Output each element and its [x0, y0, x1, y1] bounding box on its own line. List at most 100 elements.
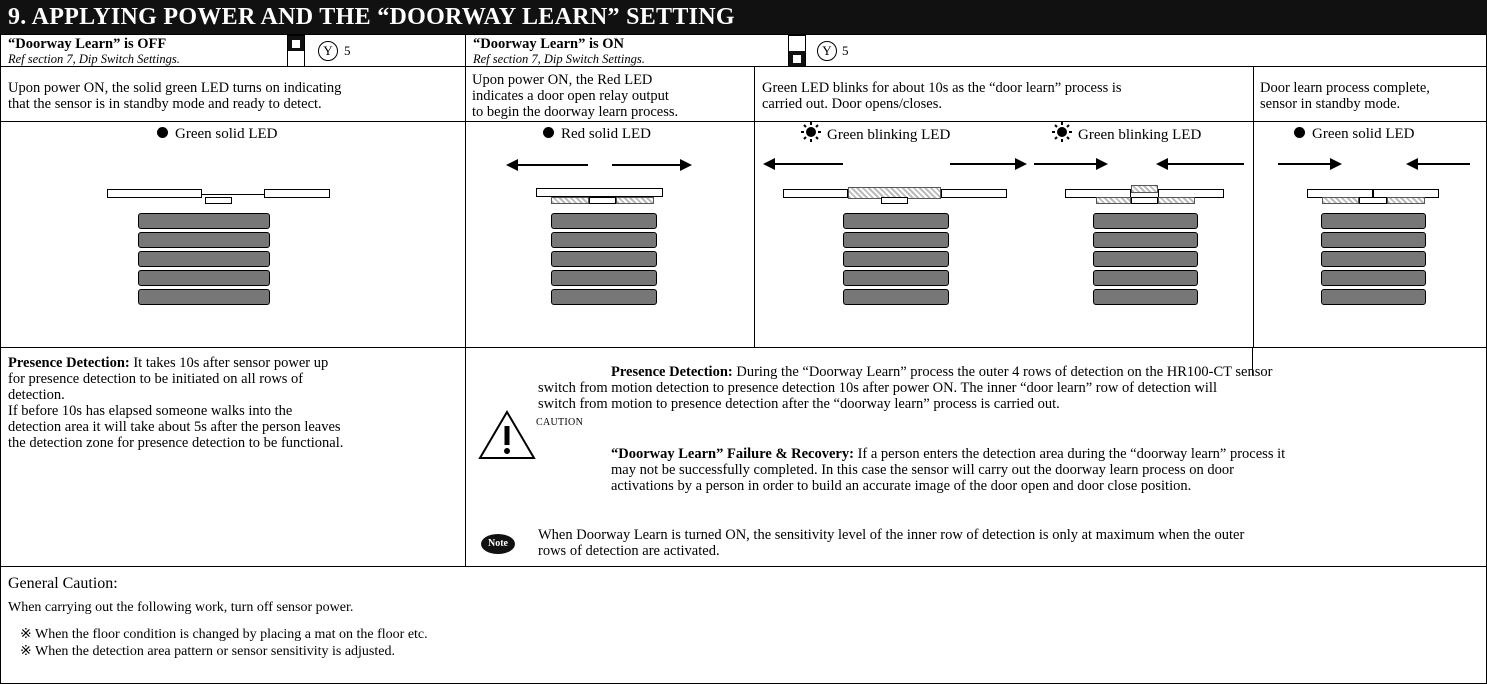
- left-arrow-icon: [1406, 158, 1470, 170]
- detection-row: [843, 232, 949, 248]
- caution-triangle-icon: [478, 410, 536, 459]
- general-caution-heading: General Caution:: [8, 575, 118, 592]
- sensor-unit: [589, 197, 616, 204]
- solid-led-icon: [543, 127, 554, 138]
- led-text: Green solid LED: [1312, 126, 1415, 142]
- text-line: switch from motion detection to presence…: [538, 380, 1217, 396]
- detection-rows: [843, 213, 949, 339]
- text-line: Presence Detection: It takes 10s after s…: [8, 355, 460, 371]
- switch-number: 5: [344, 43, 351, 58]
- dip-switch-on-icon: [788, 35, 806, 67]
- learn-zone-hatch: [551, 197, 589, 204]
- sensor-unit: [1359, 197, 1387, 204]
- door-panel-left: [783, 189, 848, 198]
- detection-row: [1321, 213, 1426, 229]
- caution-heading: “Doorway Learn” Failure & Recovery:: [611, 446, 854, 462]
- dip-switch-off-icon: [287, 35, 305, 67]
- text-span: It takes 10s after sensor power up: [129, 355, 329, 371]
- off-description: Upon power ON, the solid green LED turns…: [8, 80, 341, 112]
- detection-row: [138, 251, 270, 267]
- text-line: that the sensor is in standby mode and r…: [8, 96, 322, 112]
- switch-number: 5: [842, 43, 849, 58]
- detection-row: [1093, 289, 1198, 305]
- led-label-off: Green solid LED: [157, 126, 277, 143]
- off-header-title: “Doorway Learn” is OFF: [8, 36, 167, 52]
- right-arrow-icon: [612, 159, 692, 171]
- rule: [0, 566, 1487, 567]
- door-rail: [202, 194, 264, 195]
- instruction-table: “Doorway Learn” is OFF Ref section 7, Di…: [0, 34, 1487, 684]
- off-header-ref: Ref section 7, Dip Switch Settings.: [8, 52, 180, 66]
- detection-row: [138, 213, 270, 229]
- detection-row: [1093, 213, 1198, 229]
- rule: [0, 66, 1487, 67]
- sensor-unit: [1131, 197, 1158, 204]
- text-line: switch from motion to presence detection…: [538, 396, 1060, 412]
- text-line: Upon power ON, the Red LED: [472, 72, 653, 88]
- detection-row: [1093, 270, 1198, 286]
- text-line: “Doorway Learn” Failure & Recovery: If a…: [611, 446, 1285, 462]
- on-header-ref: Ref section 7, Dip Switch Settings.: [473, 52, 645, 66]
- detection-rows: [551, 213, 657, 339]
- blinking-led-icon: [1052, 122, 1072, 142]
- led-text: Green blinking LED: [1078, 127, 1202, 143]
- detection-row: [551, 289, 657, 305]
- caution-label: CAUTION: [536, 417, 584, 428]
- section-title: 9. APPLYING POWER AND THE “DOORWAY LEARN…: [0, 0, 1487, 34]
- general-caution-intro: When carrying out the following work, tu…: [8, 600, 354, 615]
- detection-row: [1321, 251, 1426, 267]
- blinking-led-icon: [801, 122, 821, 142]
- rule: [0, 121, 1487, 122]
- detection-rows: [1093, 213, 1198, 339]
- door-frame: [536, 188, 663, 197]
- detection-rows: [1321, 213, 1426, 339]
- switch-letter-circle: Y: [817, 41, 837, 61]
- solid-led-icon: [157, 127, 168, 138]
- detection-row: [1321, 270, 1426, 286]
- door-panel-right: [941, 189, 1007, 198]
- learn-zone-hatch: [1158, 197, 1195, 204]
- rule: [754, 66, 755, 347]
- left-arrow-icon: [763, 158, 843, 170]
- caution-failure-text: “Doorway Learn” Failure & Recovery: If a…: [611, 446, 1285, 494]
- learn-zone-hatch: [1131, 185, 1158, 193]
- detection-row: [1093, 251, 1198, 267]
- learn-zone-hatch: [616, 197, 654, 204]
- on-step2-description: Green LED blinks for about 10s as the “d…: [762, 80, 1122, 112]
- detection-row: [843, 289, 949, 305]
- caution-presence-text: Presence Detection: During the “Doorway …: [538, 364, 1272, 412]
- note-badge: Note: [481, 534, 515, 554]
- text-line: If before 10s has elapsed someone walks …: [8, 403, 293, 419]
- text-line: carried out. Door opens/closes.: [762, 96, 942, 112]
- rule: [0, 347, 1487, 348]
- text-line: rows of detection are activated.: [538, 543, 720, 559]
- sensor-unit: [205, 197, 232, 204]
- text-span: If a person enters the detection area du…: [853, 446, 1286, 462]
- solid-led-icon: [1294, 127, 1305, 138]
- note-text: When Doorway Learn is turned ON, the sen…: [538, 527, 1244, 559]
- general-caution-item: ※ When the detection area pattern or sen…: [20, 644, 395, 659]
- text-line: the detection zone for presence detectio…: [8, 435, 344, 451]
- right-arrow-icon: [1278, 158, 1342, 170]
- on-header: “Doorway Learn” is ON Ref section 7, Dip…: [473, 37, 645, 67]
- text-line: activations by a person in order to buil…: [611, 478, 1192, 494]
- text-line: When Doorway Learn is turned ON, the sen…: [538, 527, 1245, 543]
- detection-row: [138, 270, 270, 286]
- presence-heading: Presence Detection:: [8, 355, 130, 371]
- led-label-step1: Red solid LED: [543, 126, 651, 143]
- right-arrow-icon: [1034, 158, 1108, 170]
- text-line: may not be successfully completed. In th…: [611, 462, 1234, 478]
- door-panel-left: [107, 189, 202, 198]
- led-text: Red solid LED: [561, 126, 651, 142]
- text-line: for presence detection to be initiated o…: [8, 371, 304, 387]
- led-label-step2b: Green blinking LED: [1052, 122, 1201, 144]
- rule: [1252, 347, 1253, 375]
- presence-off-text: Presence Detection: It takes 10s after s…: [8, 355, 460, 451]
- detection-row: [551, 232, 657, 248]
- text-line: indicates a door open relay output: [472, 88, 669, 104]
- led-text: Green blinking LED: [827, 127, 951, 143]
- detection-rows: [138, 213, 270, 339]
- rule: [465, 34, 466, 566]
- rule: [0, 34, 1, 684]
- detection-row: [843, 213, 949, 229]
